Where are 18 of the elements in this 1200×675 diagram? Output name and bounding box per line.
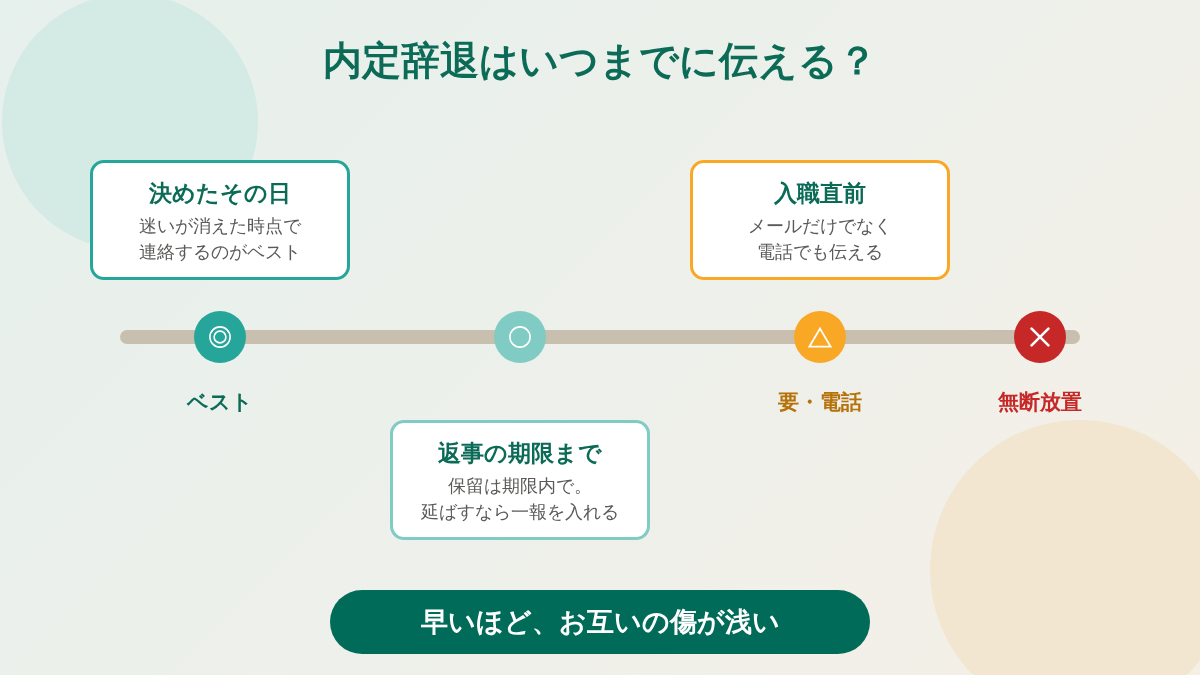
marker-label: 要・電話 [778, 389, 862, 416]
timeline-marker [494, 311, 546, 363]
callout-card [390, 420, 650, 540]
marker-label: ベスト [187, 389, 253, 416]
callout-card [90, 160, 350, 280]
title: 内定辞退はいつまでに伝える？ [323, 37, 877, 85]
card-text: メールだけでなく電話でも伝える [747, 214, 893, 265]
timeline-marker [794, 311, 846, 363]
marker-label: 無断放置 [998, 389, 1082, 416]
card-heading: 返事の期限まで [438, 439, 602, 468]
summary-banner: 早いほど、お互いの傷が浅い [330, 590, 870, 654]
card-heading: 決めたその日 [149, 179, 291, 208]
card-text: 迷いが消えた時点で連絡するのがベスト [138, 214, 302, 265]
card-text: 保留は期限内で。延ばすなら一報を入れる [420, 474, 620, 525]
callout-card [690, 160, 950, 280]
timeline-marker [194, 311, 246, 363]
card-heading: 入職直前 [774, 179, 866, 208]
timeline-marker [1014, 311, 1066, 363]
